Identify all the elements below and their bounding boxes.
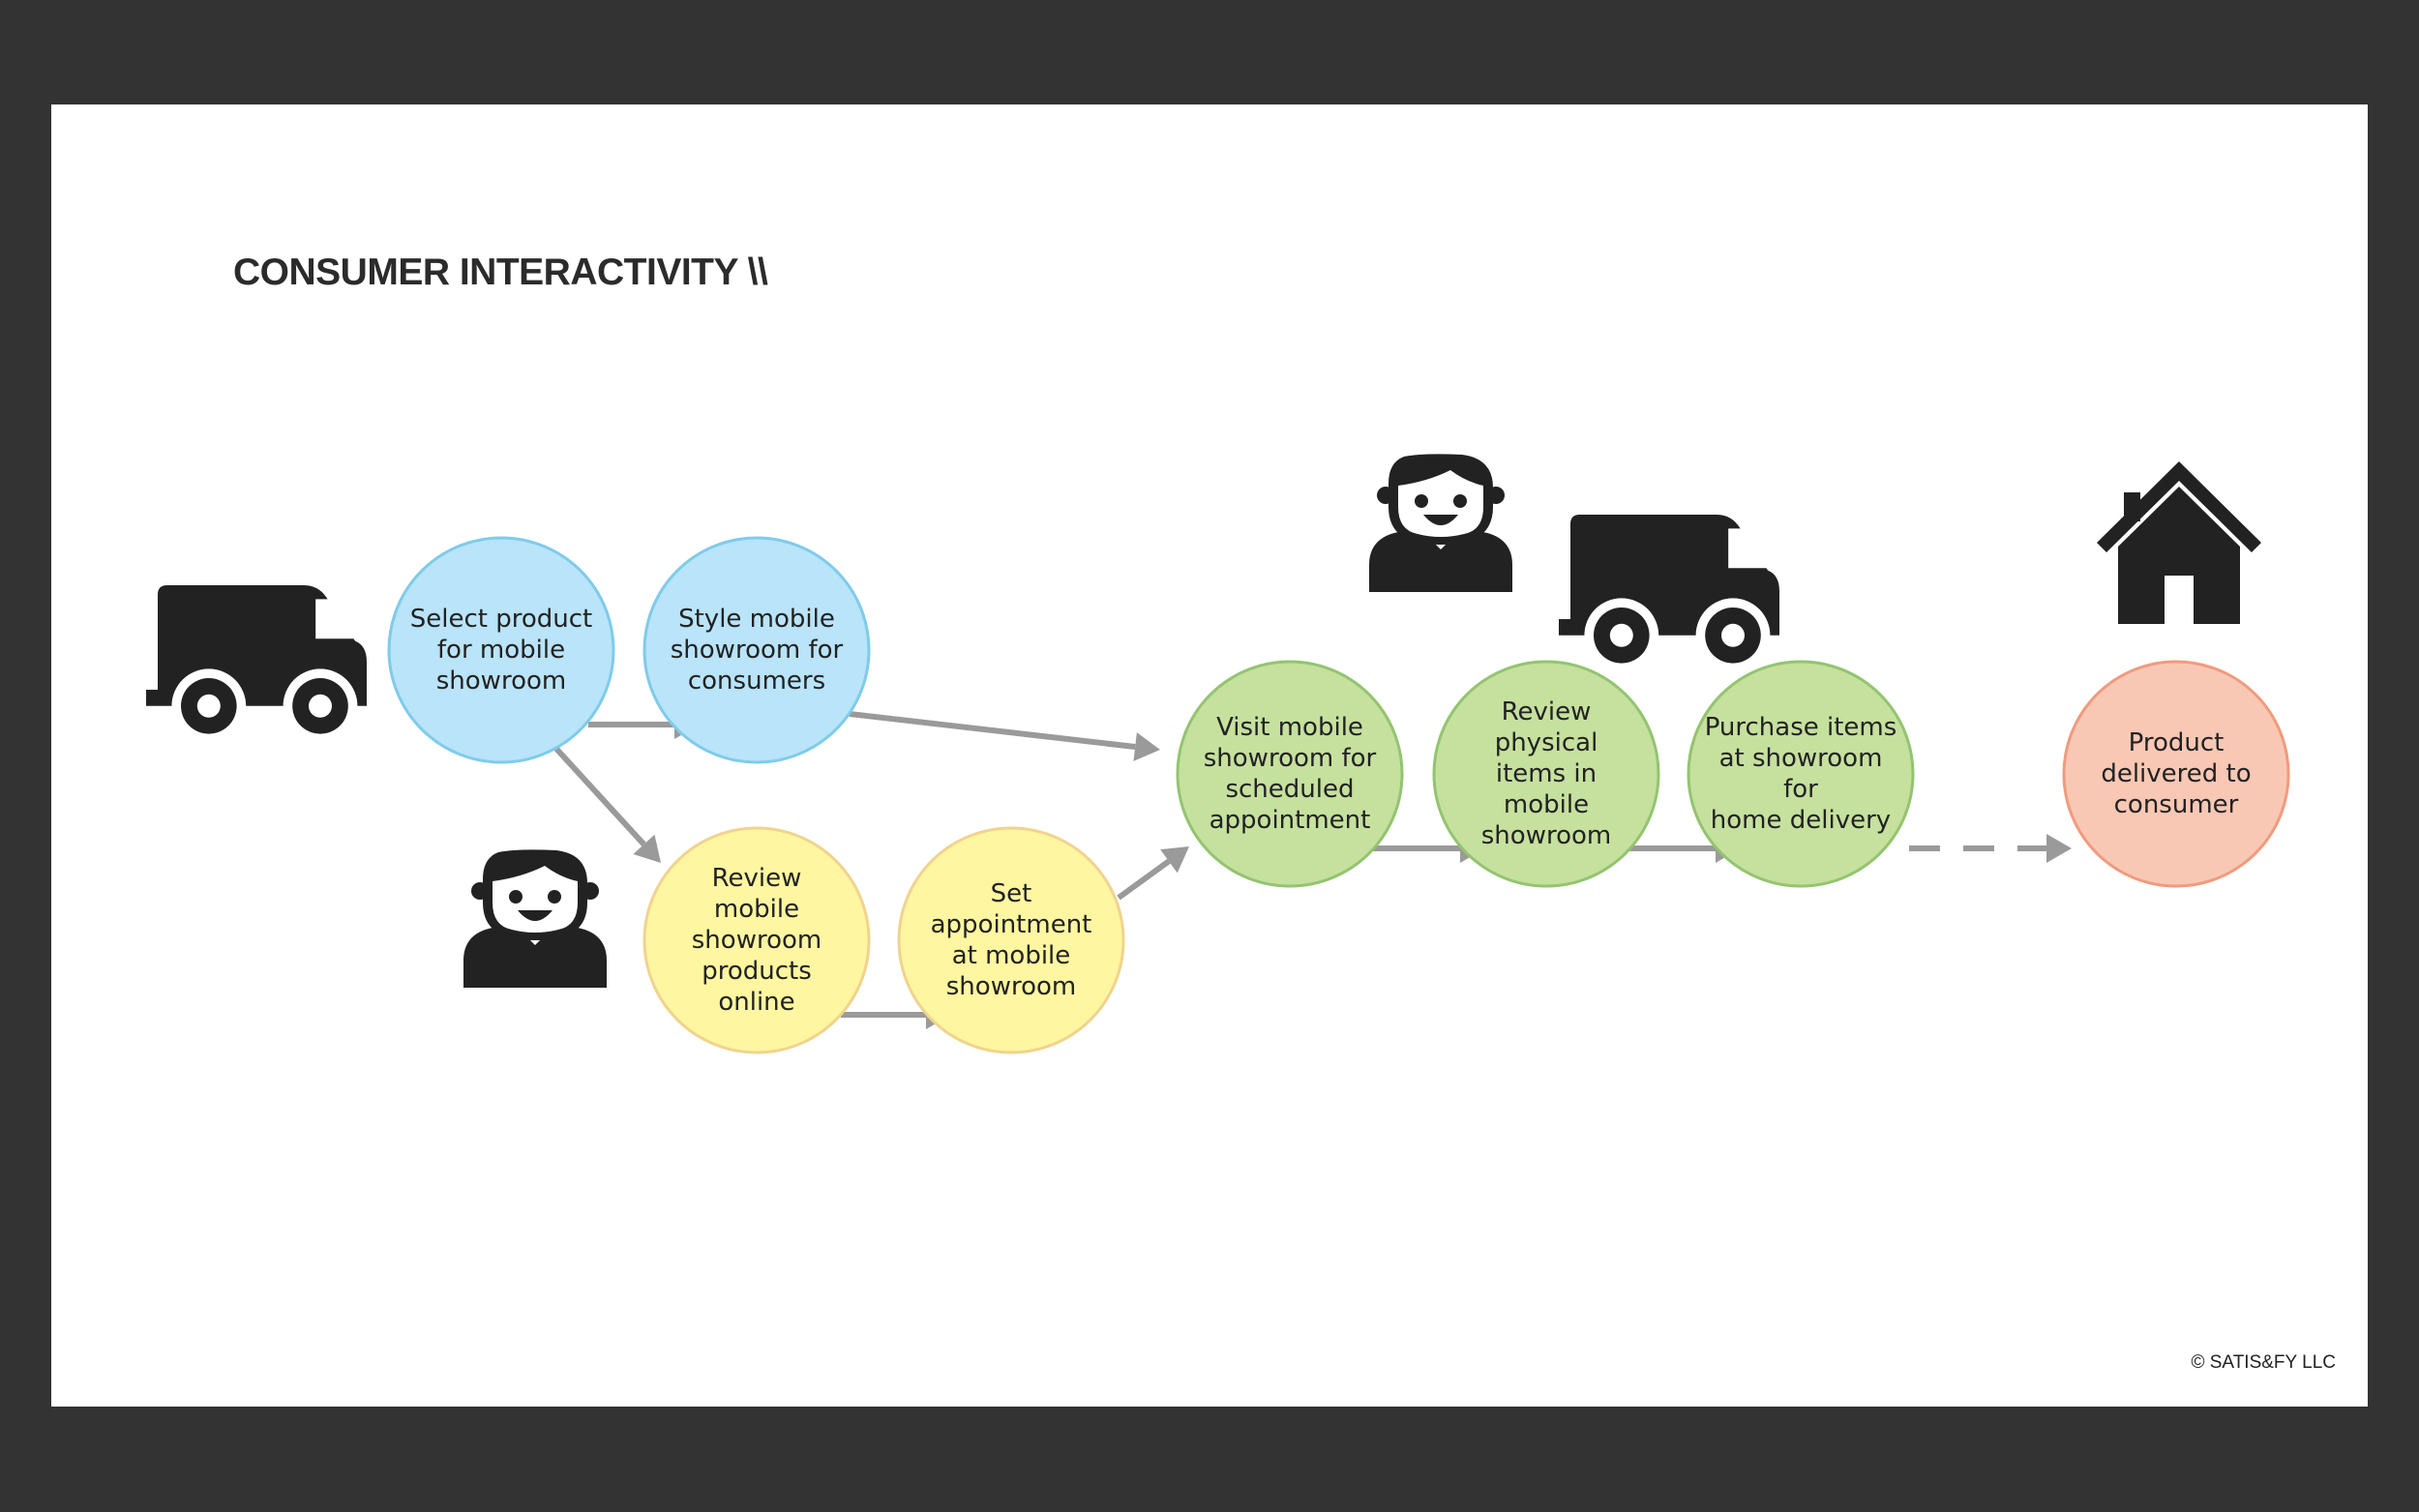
arrow-set-appointment-to-visit-showroom xyxy=(1117,846,1189,901)
node-label-set-appointment: Set appointment at mobile showroom xyxy=(930,879,1092,1001)
van-icon xyxy=(1559,515,1779,673)
node-label-select-product: Select product for mobile showroom xyxy=(409,605,593,696)
node-review-physical xyxy=(1432,660,1660,888)
node-label-visit-showroom: Visit mobile showroom for scheduled appo… xyxy=(1203,713,1377,835)
house-icon xyxy=(2097,461,2261,624)
person-icon xyxy=(463,849,607,988)
node-purchase-items xyxy=(1687,660,1915,888)
arrow-style-showroom-to-visit-showroom xyxy=(849,711,1160,761)
node-set-appointment xyxy=(897,826,1125,1054)
node-select-product xyxy=(387,536,615,764)
node-product-delivered xyxy=(2062,660,2290,888)
node-label-review-online: Review mobile showroom products online xyxy=(691,864,822,1017)
node-label-purchase-items: Purchase items at showroom for home deli… xyxy=(1704,713,1897,835)
node-visit-showroom xyxy=(1176,660,1404,888)
node-review-online xyxy=(642,826,871,1054)
node-label-style-showroom: Style mobile showroom for consumers xyxy=(670,605,844,696)
slide: CONSUMER INTERACTIVITY \\ xyxy=(51,104,2368,1407)
arrow-purchase-items-to-product-delivered xyxy=(1909,834,2072,863)
van-icon xyxy=(146,585,367,744)
person-icon xyxy=(1369,454,1512,592)
node-label-review-physical: Review physical items in mobile showroom xyxy=(1480,697,1612,850)
arrow-select-product-to-review-online xyxy=(553,746,661,863)
node-style-showroom xyxy=(642,536,871,764)
flow-diagram xyxy=(146,454,2290,1054)
page-title: CONSUMER INTERACTIVITY \\ xyxy=(233,252,768,293)
node-label-product-delivered: Product delivered to consumer xyxy=(2101,728,2252,819)
copyright-notice: © SATIS&FY LLC xyxy=(2191,1352,2336,1373)
